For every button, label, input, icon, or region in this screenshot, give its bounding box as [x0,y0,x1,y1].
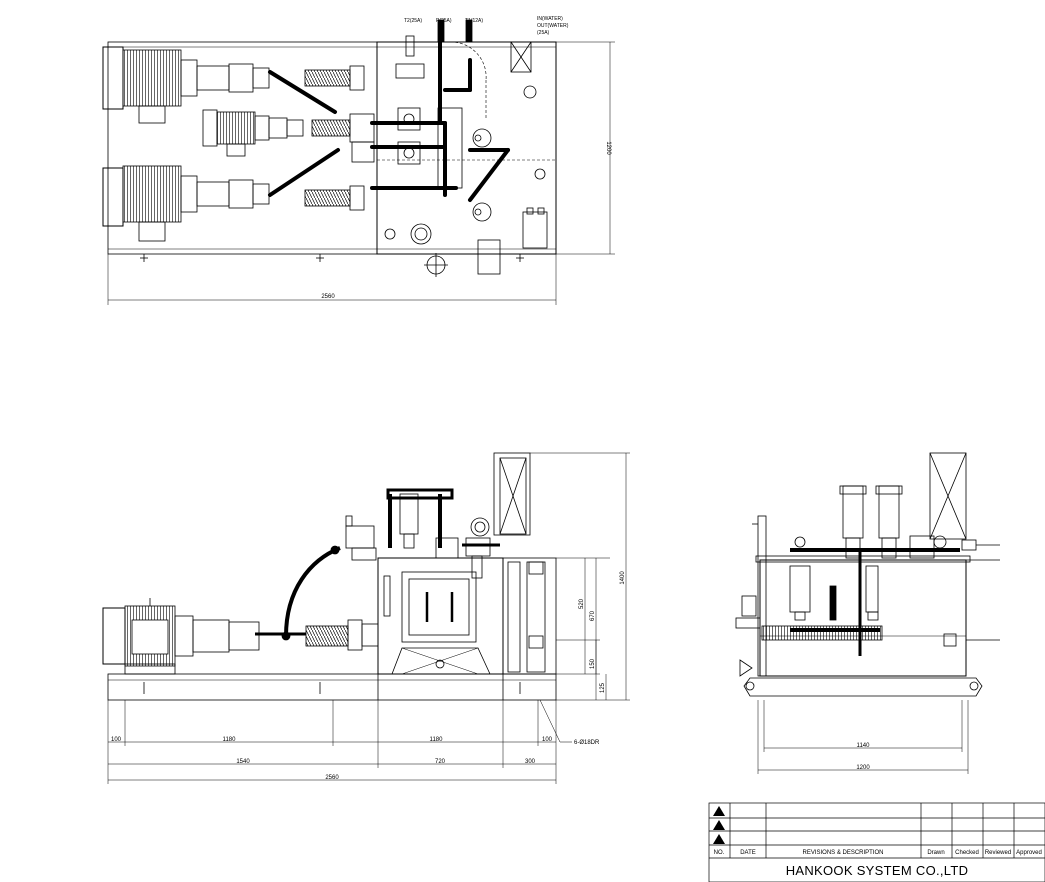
front-hole-note: 6-Ø18DR [574,740,600,746]
front-dim-125: 125 [600,682,606,693]
front-dim-720: 720 [435,759,446,765]
front-dim-670: 670 [590,610,596,621]
top-dim-length: 2560 [321,294,335,300]
front-dim-1400: 1400 [620,571,626,585]
port-p-label: P(25A) [436,18,452,24]
top-dim-width: 1200 [605,141,611,155]
front-dim-300: 300 [525,759,536,765]
tb-col-reviewed: Reviewed [985,850,1011,856]
front-dim-520: 520 [579,598,585,609]
port-water-in-label: IN(WATER) [537,16,563,22]
side-tank [759,559,967,677]
port-t2-label: T2(25A) [404,18,422,24]
port-water-size-label: (25A) [537,30,550,36]
tb-col-drawn: Drawn [927,850,944,856]
front-dim-100-left: 100 [111,737,122,743]
port-t1-label: T1(12A) [465,18,483,24]
company-name: HANKOOK SYSTEM CO.,LTD [786,863,969,878]
front-dim-total: 2560 [325,775,339,781]
top-plan-view [102,19,615,305]
tb-col-no: NO. [714,850,725,856]
front-elevation-view [102,452,630,784]
title-block [708,802,1045,882]
revision-triangle-icons [713,806,725,844]
tb-col-revisions: REVISIONS & DESCRIPTION [802,850,883,856]
motor-1 [102,46,270,124]
motor-2 [202,109,304,157]
tb-col-approved: Approved [1016,850,1042,856]
front-dim-100-right: 100 [542,737,553,743]
port-water-out-label: OUT(WATER) [537,23,569,29]
side-dim-1140: 1140 [857,743,871,749]
side-dim-1200: 1200 [856,765,870,771]
tb-col-date: DATE [740,850,756,856]
side-elevation-view [735,452,1000,774]
front-dim-150: 150 [590,658,596,669]
front-base [107,673,557,701]
front-tank [377,557,504,675]
front-dim-1180-b: 1180 [430,737,444,743]
front-dim-1540: 1540 [236,759,250,765]
tb-col-checked: Checked [955,850,979,856]
front-dim-1180-a: 1180 [223,737,237,743]
motor-3 [102,165,270,242]
